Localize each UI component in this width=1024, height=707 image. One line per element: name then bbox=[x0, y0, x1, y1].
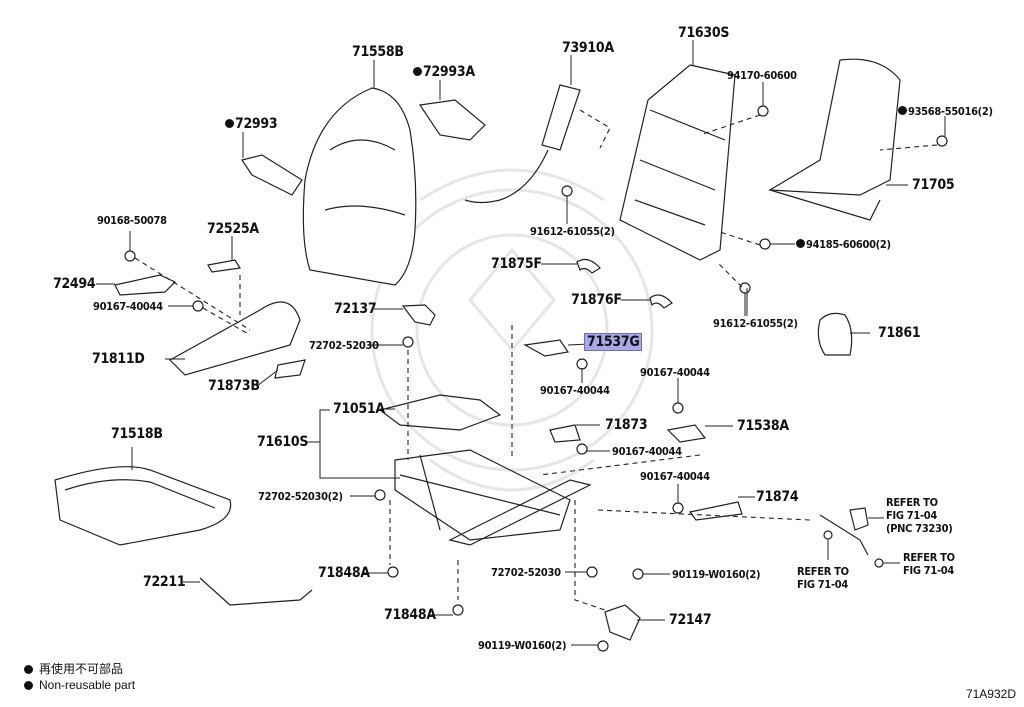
part-label[interactable]: 72993A bbox=[413, 65, 475, 79]
part-label[interactable]: 93568-55016(2) bbox=[898, 106, 993, 117]
non-reusable-icon bbox=[796, 239, 805, 248]
filled-circle-icon bbox=[24, 664, 33, 674]
part-label[interactable]: 71558B bbox=[352, 44, 404, 60]
part-label[interactable]: 73910A bbox=[562, 40, 614, 56]
part-label[interactable]: 72702-52030 bbox=[491, 566, 561, 579]
part-label[interactable]: 71875F bbox=[491, 256, 542, 272]
legend: 再使用不可部品 Non-reusable part bbox=[24, 661, 135, 693]
assembly-lines bbox=[134, 109, 938, 611]
part-label[interactable]: 71861 bbox=[878, 325, 921, 341]
pad-72993a-part[interactable] bbox=[418, 99, 486, 141]
pad-72993-part[interactable] bbox=[241, 154, 303, 196]
fasteners bbox=[124, 105, 948, 652]
part-label[interactable]: 90167-40044 bbox=[540, 384, 610, 397]
part-label[interactable]: 71630S bbox=[678, 25, 730, 41]
part-label[interactable]: 90167-40044 bbox=[640, 470, 710, 483]
part-label[interactable]: 72702-52030 bbox=[309, 339, 379, 352]
part-label[interactable]: 72137 bbox=[334, 301, 377, 317]
part-label[interactable]: 90119-W0160(2) bbox=[672, 568, 761, 581]
part-label[interactable]: 91612-61055(2) bbox=[713, 317, 798, 330]
part-label[interactable]: 72993 bbox=[225, 117, 278, 131]
part-label[interactable]: 71874 bbox=[756, 489, 799, 505]
part-label[interactable]: 72525A bbox=[207, 221, 259, 237]
part-label[interactable]: 90167-40044 bbox=[93, 300, 163, 313]
reference-note[interactable]: REFER TO FIG 71-04 (PNC 73230) bbox=[886, 496, 953, 535]
reference-note[interactable]: REFER TO FIG 71-04 bbox=[797, 565, 849, 591]
part-label[interactable]: 71538A bbox=[737, 418, 789, 434]
cover-72137-part[interactable] bbox=[401, 304, 436, 326]
seat-spring-part[interactable] bbox=[378, 394, 502, 431]
part-label[interactable]: 72211 bbox=[143, 574, 186, 590]
part-label[interactable]: 94185-60600(2) bbox=[796, 239, 891, 250]
wire-72211-part[interactable] bbox=[199, 577, 313, 606]
part-label[interactable]: 71051A bbox=[333, 401, 385, 417]
reference-note[interactable]: REFER TO FIG 71-04 bbox=[903, 551, 955, 577]
seat-cushion-part[interactable] bbox=[54, 466, 232, 546]
part-label[interactable]: 71610S bbox=[257, 434, 309, 450]
part-label[interactable]: 94170-60600 bbox=[727, 69, 797, 82]
legend-row-japanese: 再使用不可部品 bbox=[24, 661, 135, 677]
seatbelt-buckle-part[interactable] bbox=[819, 507, 884, 568]
seatback-cover-part[interactable] bbox=[302, 87, 417, 286]
non-reusable-icon bbox=[413, 67, 422, 76]
part-label[interactable]: 71848A bbox=[384, 607, 436, 623]
side-airbag-part[interactable] bbox=[464, 84, 581, 204]
knob-72525a-part[interactable] bbox=[207, 259, 241, 273]
non-reusable-icon bbox=[898, 106, 907, 115]
part-label[interactable]: 72147 bbox=[669, 612, 712, 628]
part-label[interactable]: 71873B bbox=[208, 378, 260, 394]
part-label-highlighted[interactable]: 71537G bbox=[584, 333, 643, 351]
side-cover-part[interactable] bbox=[169, 301, 301, 376]
legend-row-english: Non-reusable part bbox=[24, 677, 135, 693]
diagram-code: 71A932D bbox=[965, 687, 1016, 701]
bracket-72147-part[interactable] bbox=[604, 604, 641, 641]
part-label[interactable]: 90167-40044 bbox=[640, 366, 710, 379]
seat-frame-part[interactable] bbox=[394, 449, 592, 546]
part-label[interactable]: 90119-W0160(2) bbox=[478, 639, 567, 652]
part-label[interactable]: 71873 bbox=[605, 417, 648, 433]
part-label[interactable]: 71705 bbox=[912, 177, 955, 193]
non-reusable-icon bbox=[225, 119, 234, 128]
seatback-frame-part[interactable] bbox=[619, 64, 736, 261]
lever-72494-part[interactable] bbox=[114, 274, 177, 296]
headrest-part[interactable] bbox=[817, 312, 853, 356]
leader-lines bbox=[96, 40, 946, 646]
seatback-board-part[interactable] bbox=[768, 58, 901, 221]
part-label[interactable]: 91612-61055(2) bbox=[530, 225, 615, 238]
filled-circle-icon bbox=[24, 680, 33, 690]
part-label[interactable]: 71811D bbox=[92, 351, 145, 367]
part-label[interactable]: 71876F bbox=[571, 292, 622, 308]
part-label[interactable]: 71518B bbox=[111, 426, 163, 442]
part-label[interactable]: 90167-40044 bbox=[612, 445, 682, 458]
part-label[interactable]: 72494 bbox=[53, 276, 96, 292]
part-label[interactable]: 72702-52030(2) bbox=[258, 490, 343, 503]
part-label[interactable]: 90168-50078 bbox=[97, 214, 167, 227]
part-label[interactable]: 71848A bbox=[318, 565, 370, 581]
